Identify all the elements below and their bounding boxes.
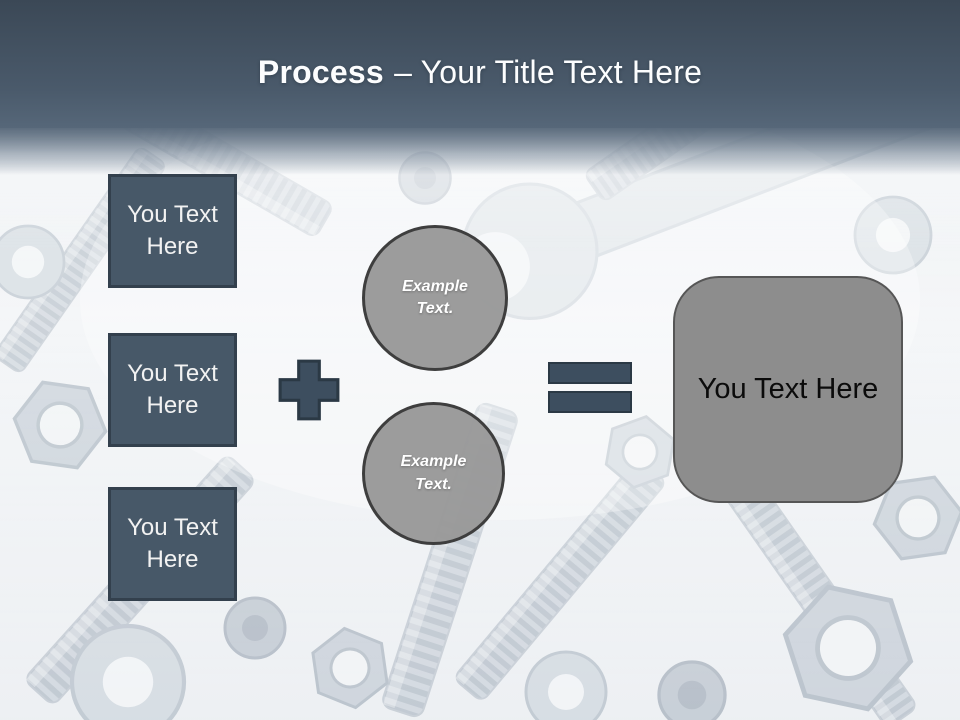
equals-top-bar	[548, 362, 632, 384]
result-box-label: You Text Here	[697, 373, 879, 405]
example-circle-2-label: Example Text.	[400, 453, 467, 493]
input-box-2[interactable]: You Text Here	[108, 333, 237, 447]
plus-icon	[276, 357, 342, 423]
equals-icon	[548, 362, 632, 414]
example-circle-2[interactable]: Example Text.	[362, 402, 505, 545]
equals-bottom-bar	[548, 391, 632, 413]
input-box-2-label: You Text Here	[127, 360, 218, 419]
input-box-3[interactable]: You Text Here	[108, 487, 237, 601]
slide-title[interactable]: Process – Your Title Text Here	[0, 52, 960, 92]
title-bold-text: Process	[257, 54, 384, 90]
example-circle-1[interactable]: Example Text.	[362, 225, 508, 371]
result-box[interactable]: You Text Here	[673, 276, 903, 503]
example-circle-1-label: Example Text.	[402, 277, 468, 317]
input-box-3-label: You Text Here	[127, 514, 218, 573]
title-rest-text: – Your Title Text Here	[394, 54, 703, 90]
input-box-1-label: You Text Here	[127, 201, 218, 260]
input-box-1[interactable]: You Text Here	[108, 174, 237, 288]
header-band	[0, 0, 960, 175]
